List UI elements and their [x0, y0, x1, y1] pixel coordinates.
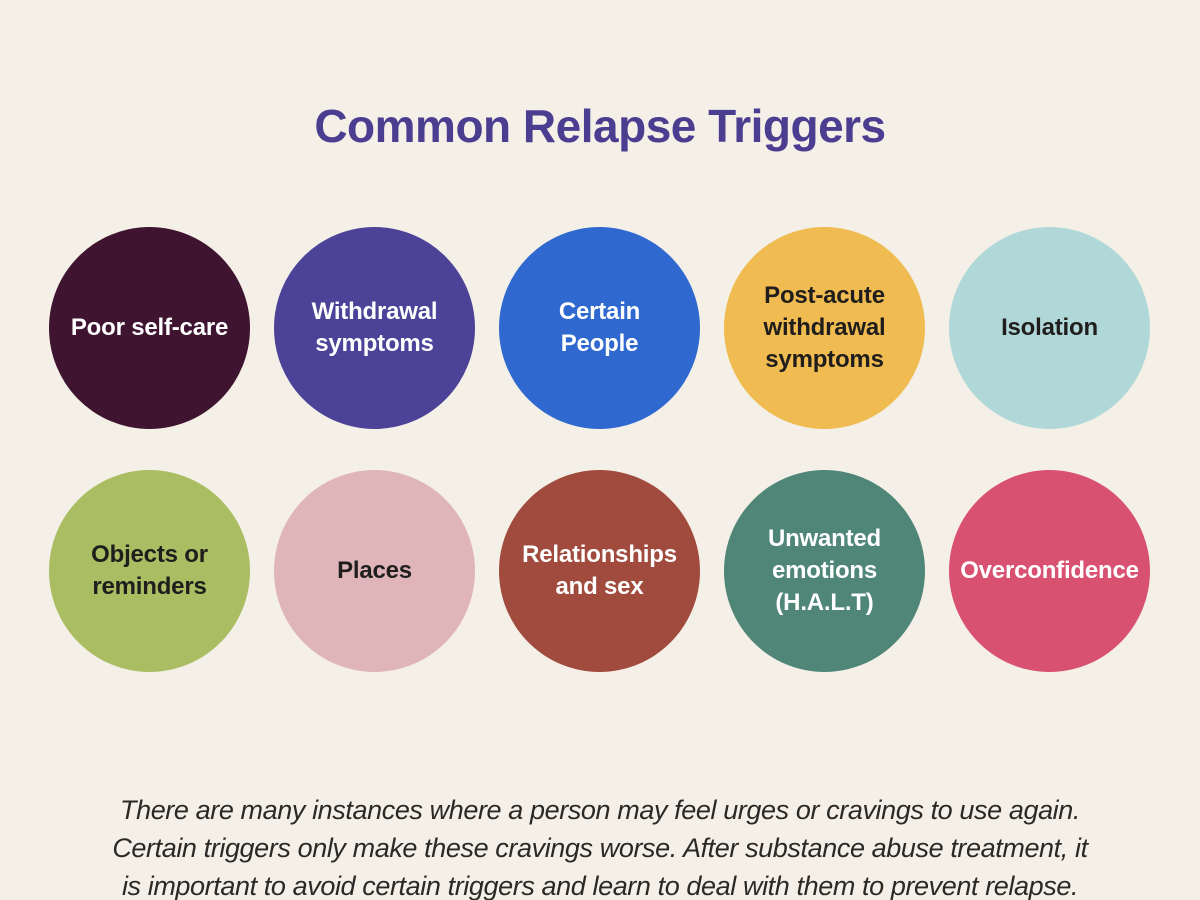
trigger-label: Unwanted emotions (H.A.L.T)	[767, 525, 882, 616]
trigger-circle-overconfidence: Overconfidence	[949, 470, 1150, 672]
trigger-label: Certain People	[558, 298, 641, 357]
trigger-circle-relationships-and-sex: Relationships and sex	[499, 470, 700, 672]
trigger-label: Objects or reminders	[91, 541, 208, 600]
trigger-row-2: Objects or reminders Places Relationship…	[49, 470, 1150, 672]
trigger-circle-places: Places	[274, 470, 475, 672]
page-title: Common Relapse Triggers	[314, 99, 886, 152]
trigger-circle-unwanted-emotions: Unwanted emotions (H.A.L.T)	[724, 470, 925, 672]
trigger-label: Isolation	[1001, 314, 1098, 342]
trigger-row-1: Poor self-care Withdrawal symptoms Certa…	[49, 227, 1150, 429]
trigger-circle-poor-self-care: Poor self-care	[49, 227, 250, 429]
trigger-label: Places	[337, 557, 412, 585]
trigger-circle-certain-people: Certain People	[499, 227, 700, 429]
trigger-label: Withdrawal symptoms	[311, 298, 438, 357]
trigger-circle-objects-or-reminders: Objects or reminders	[49, 470, 250, 672]
trigger-circle-withdrawal-symptoms: Withdrawal symptoms	[274, 227, 475, 429]
trigger-circle-isolation: Isolation	[949, 227, 1150, 429]
trigger-circle-post-acute-withdrawal: Post-acute withdrawal symptoms	[724, 227, 925, 429]
trigger-label: Relationships and sex	[522, 541, 677, 600]
footer-note: There are many instances where a person …	[112, 795, 1088, 900]
trigger-label: Post-acute withdrawal symptoms	[763, 282, 886, 373]
trigger-label: Overconfidence	[960, 557, 1139, 585]
trigger-label: Poor self-care	[70, 314, 229, 342]
